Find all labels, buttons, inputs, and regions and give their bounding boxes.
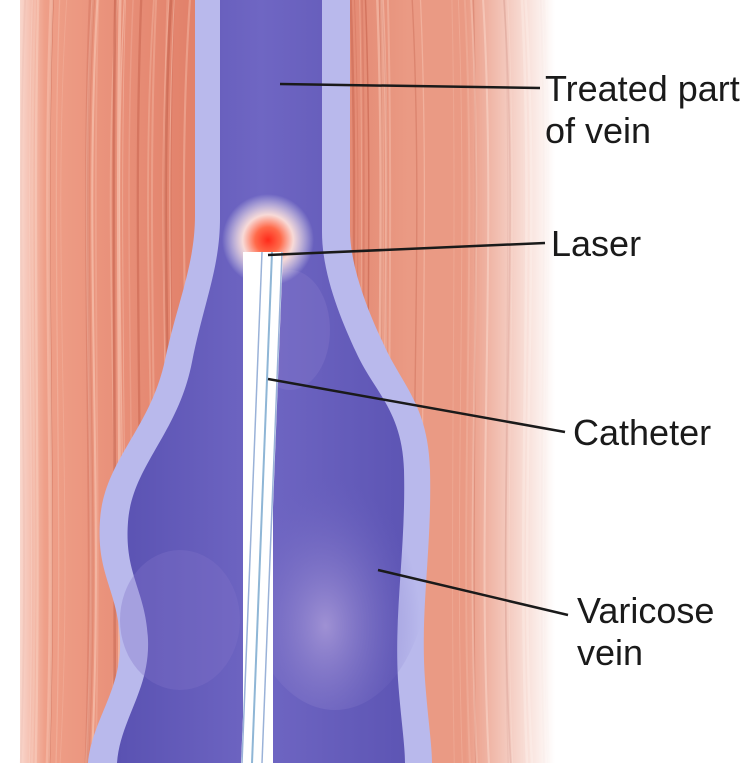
label-laser: Laser	[551, 223, 641, 264]
label-treated-line2: of vein	[545, 110, 651, 151]
label-treated-line1: Treated part	[545, 68, 740, 109]
label-varicose-line2: vein	[577, 632, 643, 673]
label-varicose-line1: Varicose	[577, 590, 714, 631]
label-catheter: Catheter	[573, 412, 711, 453]
